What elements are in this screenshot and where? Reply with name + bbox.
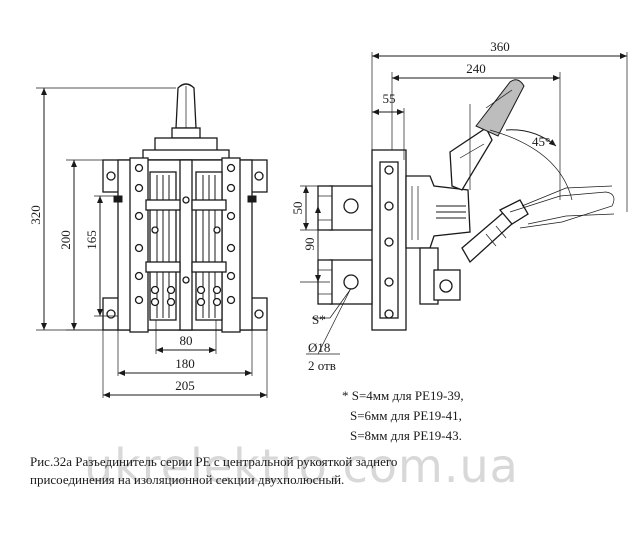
thickness-notes: * S=4мм для РЕ19-39, S=6мм для РЕ19-41, … [342,388,464,443]
caption-line-2: присоединения на изоляционной секции дву… [30,472,344,487]
front-bolts [106,163,264,319]
hole-diameter-label: Ø18 [308,340,330,355]
dim-label-200: 200 [58,230,73,250]
dim-label-205: 205 [175,378,195,393]
front-pole-left [145,171,181,321]
hole-count-label: 2 отв [308,358,336,373]
dim-label-50: 50 [290,202,305,215]
figure-caption: Рис.32а Разъединитель серии РЕ с централ… [30,454,397,487]
dim-label-90: 90 [302,238,317,251]
side-mechanism [405,175,471,305]
note-line-3: S=8мм для РЕ19-43. [350,428,462,443]
dim-label-320: 320 [28,205,43,225]
front-handle [142,83,230,161]
side-dimensions: 360 240 55 50 90 45° S* Ø18 2 отв [290,39,628,373]
thickness-label: S* [312,312,326,327]
front-dimensions: 320 200 165 80 180 205 [28,87,268,398]
note-line-1: * S=4мм для РЕ19-39, [342,388,464,403]
side-handle-up [449,79,525,191]
front-view-drawing [102,83,268,333]
dim-label-180: 180 [175,356,195,371]
watermark: ukrelektro.com.ua [84,439,519,493]
side-terminal-upper [317,185,373,231]
dim-label-165: 165 [84,230,99,250]
front-pole-right [191,171,227,321]
side-handle-down [461,185,615,264]
angle-label: 45° [532,134,550,149]
dim-label-55: 55 [383,91,396,106]
dim-label-80: 80 [180,333,193,348]
note-line-2: S=6мм для РЕ19-41, [350,408,462,423]
dim-label-360: 360 [490,39,510,54]
side-view-drawing [317,79,615,331]
caption-line-1: Рис.32а Разъединитель серии РЕ с централ… [30,454,397,469]
dim-label-240: 240 [466,61,486,76]
side-terminal-lower [317,259,373,305]
